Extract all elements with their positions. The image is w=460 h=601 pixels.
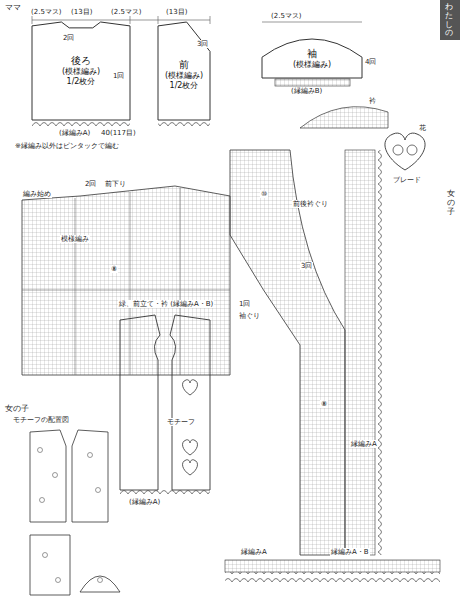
front-band-chart xyxy=(345,150,375,555)
chart-label: 前下り xyxy=(104,180,127,188)
chart-label: 40(117目) xyxy=(100,129,137,137)
girl-back-piece xyxy=(30,535,70,595)
piece-name: 後ろ xyxy=(62,55,100,68)
chart-label: (13目) xyxy=(70,8,93,16)
chart-label: ブレード xyxy=(392,176,422,184)
dimension-line xyxy=(32,20,210,21)
chart-label: 緑、前立て・衿 (縁編みA・B) xyxy=(118,300,214,308)
rose-motif xyxy=(393,145,403,155)
chart-label: (13目) xyxy=(165,8,188,16)
side-tab xyxy=(440,0,460,40)
piece-shape xyxy=(32,22,130,120)
pattern-piece: 袖(模様編み) xyxy=(262,26,362,78)
pattern-piece: 後ろ(模様編み)1/2枚分 xyxy=(32,22,130,120)
sleeve-chart xyxy=(300,107,388,128)
chart-label: 2回 xyxy=(84,180,97,188)
chart-label: ⑧ xyxy=(110,265,118,273)
edging-band xyxy=(158,120,210,127)
chart-label: 4回 xyxy=(364,58,377,66)
chart-label: (2.5マス) xyxy=(270,12,303,20)
dimension-tick xyxy=(158,16,159,24)
chart-label: 縁編みA xyxy=(350,440,378,448)
dimension-tick xyxy=(32,16,33,24)
girl-front-piece xyxy=(30,430,66,522)
chart-block-lines xyxy=(22,188,230,375)
piece-name: 前 xyxy=(165,59,203,72)
flower-dot xyxy=(40,498,45,503)
piece-text: 前(模様編み)1/2枚分 xyxy=(165,51,203,92)
dimension-line xyxy=(262,22,362,23)
chart-label: ⑩ xyxy=(260,190,268,198)
chart-label: モチーフ xyxy=(166,418,196,426)
chart-label: 袖ぐり xyxy=(238,312,261,320)
vest-front-right xyxy=(170,315,210,490)
chart-label: 1回 xyxy=(112,72,125,80)
chart-label: (縁編みA) xyxy=(58,129,91,137)
edging-band xyxy=(375,150,383,555)
piece-shape xyxy=(158,22,210,120)
chart-label: ⑧ xyxy=(320,400,328,408)
flower-dot xyxy=(53,473,58,478)
chart-label: 女の子 xyxy=(4,404,30,413)
chart-label: ママ xyxy=(4,3,22,12)
piece-shape xyxy=(262,39,362,78)
piece-note: (模様編み) xyxy=(165,71,203,81)
piece-note: (模様編み) xyxy=(62,67,100,77)
heart-motif xyxy=(385,133,425,170)
armhole-chart xyxy=(230,150,345,555)
flower-dot xyxy=(88,453,93,458)
chart-label: 縁編みA・B xyxy=(330,548,370,556)
chart-label: 模様編み xyxy=(60,235,90,243)
chart-label: 前後衿ぐり xyxy=(292,200,329,208)
piece-text: 袖(模様編み) xyxy=(293,34,331,71)
flower-dot xyxy=(96,488,101,493)
pattern-piece: 前(模様編み)1/2枚分 xyxy=(158,22,210,120)
chart-label: 女の子 xyxy=(446,190,456,216)
flower-dot xyxy=(56,578,61,583)
girl-front-piece xyxy=(72,430,108,522)
chart-label: (縁編みB) xyxy=(290,87,323,95)
dimension-tick xyxy=(210,16,211,24)
chart-label: 衿 xyxy=(368,97,377,105)
dimension-tick xyxy=(130,16,131,24)
rose-motif xyxy=(407,145,417,155)
sleeve-band xyxy=(275,79,350,86)
piece-note: 1/2枚分 xyxy=(62,77,100,87)
body-chart xyxy=(22,186,230,375)
girl-sleeve-piece xyxy=(80,576,120,592)
edging-band xyxy=(120,490,210,496)
edging-scallops xyxy=(225,572,440,582)
chart-label: ※縁編み以外はピンタックで編む xyxy=(14,142,120,150)
heart-motif xyxy=(183,380,198,395)
flower-dot xyxy=(38,448,43,453)
chart-label: 3回 xyxy=(300,262,313,270)
chart-label: わたしの xyxy=(444,3,454,38)
piece-note: (模様編み) xyxy=(293,60,331,70)
piece-note: 1/2枚分 xyxy=(165,81,203,91)
chart-label: 1回 xyxy=(238,300,251,308)
chart-label: 3回 xyxy=(196,40,209,48)
chart-label: (縁編みA) xyxy=(128,498,161,506)
edging-band xyxy=(32,120,130,127)
heart-motif xyxy=(183,440,198,455)
chart-label: (2.5マス) xyxy=(110,8,143,16)
piece-outline xyxy=(158,22,210,120)
heart-motif xyxy=(183,460,198,475)
piece-text: 後ろ(模様編み)1/2枚分 xyxy=(62,55,100,88)
chart-label: 花 xyxy=(418,124,427,132)
chart-label: 縁編みA xyxy=(240,548,268,556)
chart-label: (2.5マス) xyxy=(30,8,63,16)
chart-label: モチーフの配置図 xyxy=(12,416,70,424)
chart-label: 編み始め xyxy=(22,190,52,198)
edging-chart xyxy=(225,560,440,572)
flower-placement xyxy=(38,448,103,583)
vest-front-left xyxy=(120,315,160,490)
flower-dot xyxy=(43,553,48,558)
chart-label: 2回 xyxy=(62,34,75,42)
piece-name: 袖 xyxy=(293,48,331,61)
flower-dot xyxy=(98,578,103,583)
